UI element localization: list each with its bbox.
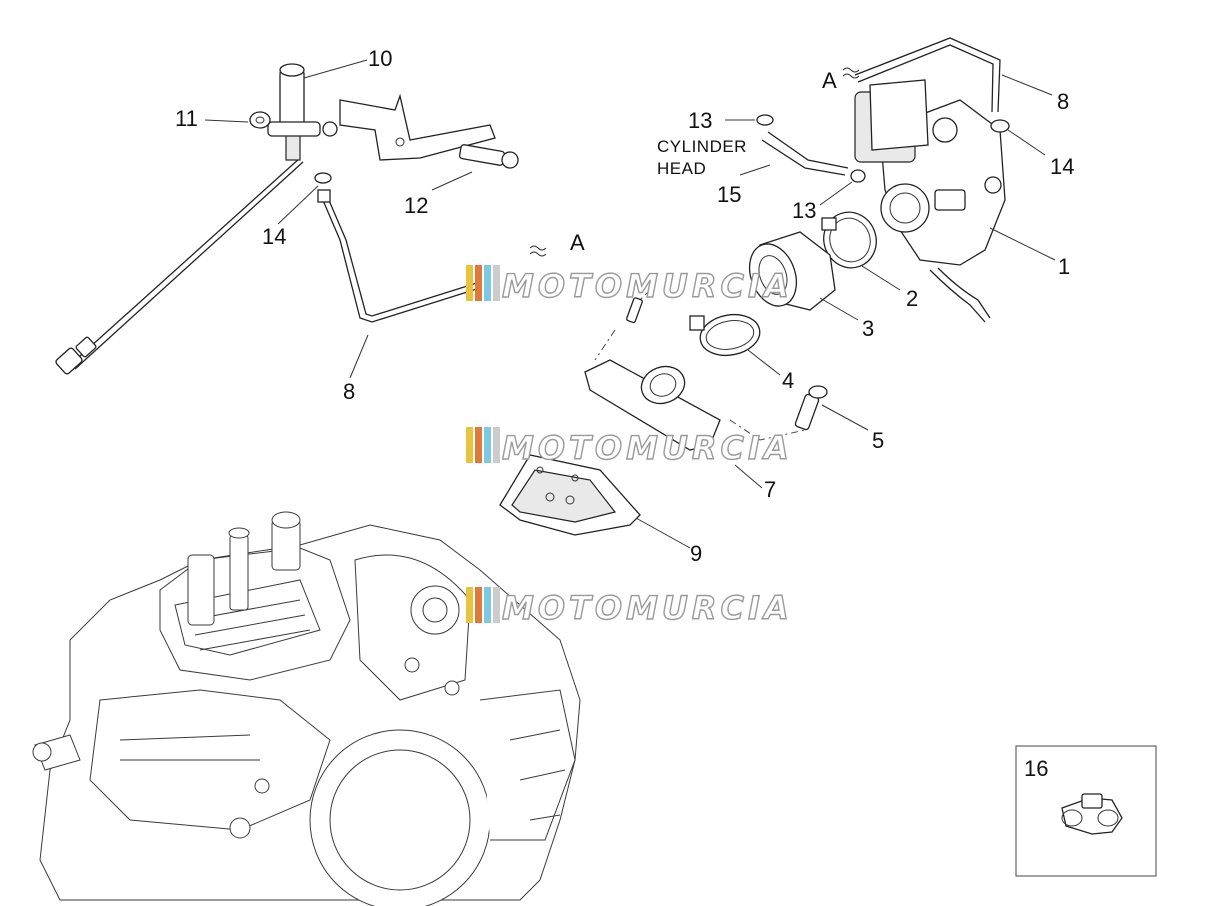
label-part-14-right: 14 xyxy=(1050,154,1074,179)
intake-parts xyxy=(499,211,877,536)
label-part-16: 16 xyxy=(1024,756,1048,781)
label-part-12: 12 xyxy=(404,193,428,218)
wm-stripe xyxy=(475,265,482,301)
label-connector-a-left: A xyxy=(570,230,585,255)
wm-stripe xyxy=(484,265,491,301)
watermark-text: MOTOMURCIA xyxy=(502,429,793,467)
wm-stripe xyxy=(466,587,473,623)
wm-stripe xyxy=(493,427,500,463)
wm-stripe xyxy=(475,587,482,623)
leader-lines xyxy=(204,59,1056,549)
label-part-9: 9 xyxy=(690,541,702,566)
wm-stripe xyxy=(466,427,473,463)
carburetor xyxy=(756,37,1010,323)
wm-stripe xyxy=(484,587,491,623)
label-cylinder: CYLINDER xyxy=(657,137,747,156)
label-part-8-right: 8 xyxy=(1057,89,1069,114)
label-part-13-lower: 13 xyxy=(792,198,816,223)
throttle-cable-assembly xyxy=(55,63,547,375)
label-part-7: 7 xyxy=(764,477,776,502)
wm-stripe xyxy=(475,427,482,463)
wm-stripe xyxy=(466,265,473,301)
label-part-1: 1 xyxy=(1058,254,1070,279)
label-part-14-left: 14 xyxy=(262,224,286,249)
label-part-11: 11 xyxy=(175,106,198,131)
label-part-2: 2 xyxy=(906,286,918,311)
watermark-top: MOTOMURCIA xyxy=(466,265,793,306)
part-labels: 10 11 12 14 8 A A 8 14 13 CYLINDER HEAD … xyxy=(175,46,1074,781)
label-part-8-left: 8 xyxy=(343,379,355,404)
part-16-box xyxy=(1015,745,1157,877)
label-part-10: 10 xyxy=(368,46,392,71)
wm-stripe xyxy=(493,587,500,623)
watermark-text: MOTOMURCIA xyxy=(502,267,793,305)
label-part-5: 5 xyxy=(872,428,884,453)
watermark-bottom: MOTOMURCIA xyxy=(466,587,793,628)
wm-stripe xyxy=(484,427,491,463)
engine-block xyxy=(32,511,581,906)
label-part-15: 15 xyxy=(717,182,741,207)
label-part-4: 4 xyxy=(782,368,794,393)
label-part-13-top: 13 xyxy=(688,108,712,133)
watermark-text: MOTOMURCIA xyxy=(502,589,793,627)
label-part-3: 3 xyxy=(862,316,874,341)
label-head: HEAD xyxy=(657,159,706,178)
label-connector-a-right: A xyxy=(822,68,837,93)
watermark-middle: MOTOMURCIA xyxy=(466,427,793,468)
wm-stripe xyxy=(493,265,500,301)
